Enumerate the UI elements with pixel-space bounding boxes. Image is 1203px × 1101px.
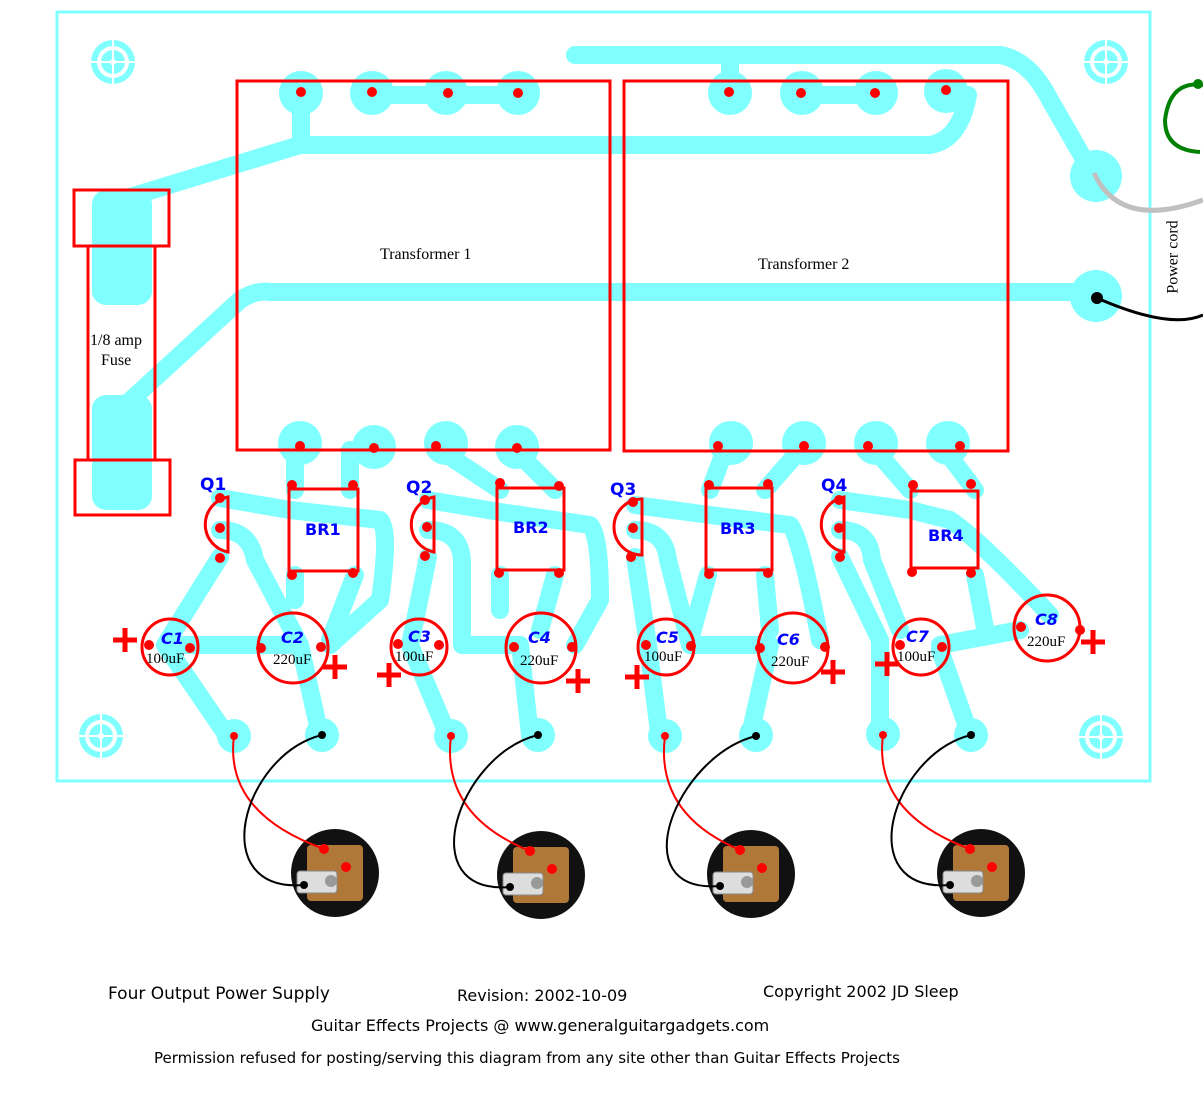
bridge-label: BR2 [513,518,549,537]
capacitor-label: C6 [777,630,800,649]
mounting-hole-icon [1079,715,1123,759]
capacitor-label: C5 [656,628,679,647]
jack-ground-hole [946,881,954,889]
jack-ring-hole [757,863,767,873]
green-wire-end [1193,79,1203,89]
red-wire [232,735,325,850]
capacitor-value: 220uF [520,653,559,669]
capacitor-label: C8 [1035,610,1058,629]
mounting-hole-icon [1084,40,1128,84]
jack-ground-hole [716,882,724,890]
black-wire [1096,296,1203,322]
capacitor-value: 100uF [395,649,434,665]
output-jacks: Output 1 jack Output 2 jack Output 3 jack O… [232,734,1025,919]
bridge-label: BR1 [305,520,341,539]
bridge-label: BR3 [720,519,756,538]
regulator-label: Q2 [406,478,433,498]
black-wire [453,734,539,889]
transformer-1-label: Transformer 1 [380,246,472,263]
transformer-1-outline [235,79,612,452]
jack-ground-hole [300,881,308,889]
capacitor-value: 220uF [771,654,810,670]
black-wire-end [1091,292,1103,304]
regulator-label: Q4 [821,476,848,496]
black-wire [890,734,972,887]
revision-label: Revision: 2002-10-09 [457,986,628,1005]
gray-wire [1091,171,1203,213]
capacitor-value: 100uF [146,651,185,667]
mounting-hole-icon [91,40,135,84]
jack-ring-hole [547,864,557,874]
permission-notice: Permission refused for posting/serving t… [154,1049,900,1067]
mounting-hole-icon [79,714,123,758]
bridge-outlines [287,486,980,573]
regulator-label: Q1 [200,475,227,495]
jack-screw [741,876,753,888]
capacitor-value: 220uF [273,652,312,668]
copper-traces [111,46,1105,749]
red-wire [881,734,971,850]
fuse-label-line1: 1/8 amp [90,332,142,349]
black-wire [665,735,757,888]
output-jack-icon: Output 1 jack [232,734,379,917]
copyright-label: Copyright 2002 JD Sleep [763,982,959,1001]
green-wire [1162,82,1203,154]
jack-screw [325,875,337,887]
output-jack-icon: Output 4 jack [881,734,1025,917]
jack-ring-hole [341,862,351,872]
polarity-plus-icons [113,628,1105,693]
diagram-title: Four Output Power Supply [108,984,330,1004]
red-wire [449,735,531,852]
power-cord-label: Power cord [1164,220,1182,294]
fuse-label-line2: Fuse [101,352,132,369]
capacitor-label: C1 [161,629,184,648]
transformer-2-label: Transformer 2 [758,256,850,273]
jack-screw [971,875,983,887]
capacitor-value: 220uF [1027,634,1066,650]
capacitor-label: C7 [906,627,929,646]
solder-holes [144,85,1085,740]
board-outline [55,10,1152,783]
jack-ring-hole [987,862,997,872]
capacitor-value: 100uF [644,649,683,665]
capacitor-label: C2 [281,628,304,647]
transformer-2-outline [622,79,1010,453]
jack-ground-hole [506,883,514,891]
black-wire [243,734,323,887]
regulator-label: Q3 [610,480,637,500]
jack-screw [531,877,543,889]
fuse-outline [72,188,172,517]
red-wire [663,735,741,851]
bridge-label: BR4 [928,526,964,545]
output-jack-icon: Output 2 jack [449,734,585,919]
output-jack-icon: Output 3 jack [663,735,795,918]
capacitor-label: C4 [528,628,551,647]
capacitor-label: C3 [408,627,431,646]
site-label: Guitar Effects Projects @ www.generalgui… [311,1016,770,1035]
capacitor-value: 100uF [897,649,936,665]
